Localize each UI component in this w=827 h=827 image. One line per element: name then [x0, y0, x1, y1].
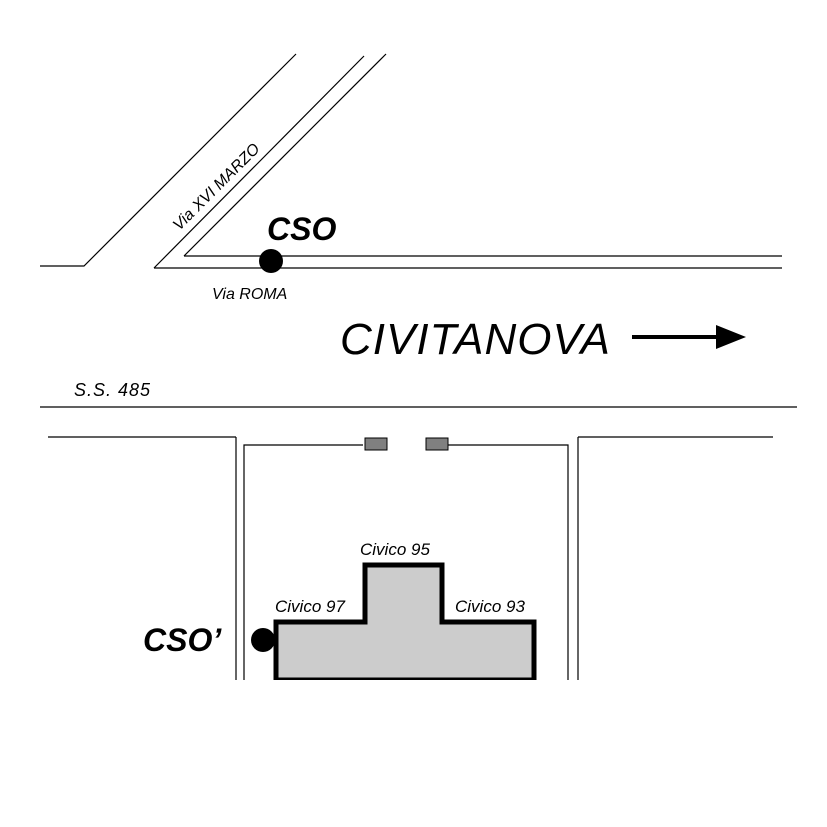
building-outline [273, 562, 537, 683]
via-roma-label: Via ROMA [212, 286, 288, 303]
arrow-right-icon [632, 325, 746, 349]
gate-post-right [425, 437, 449, 451]
civico-97-label: Civico 97 [275, 597, 345, 616]
driveway-west-inner [243, 444, 363, 680]
ss485-label: S.S. 485 [74, 380, 152, 400]
cso-prime-marker [251, 628, 275, 652]
cso-label: CSO [267, 211, 337, 247]
civitanova-label: CIVITANOVA [340, 315, 611, 364]
via-xvi-marzo-west-edge [40, 53, 297, 267]
cso-prime-label: CSO’ [143, 622, 222, 658]
driveway-east-inner [447, 444, 569, 680]
via-xvi-marzo-east-edge [183, 53, 387, 257]
gate-post-left [364, 437, 388, 451]
civico-95-label: Civico 95 [360, 540, 430, 559]
road-network [40, 53, 797, 680]
cso-marker [259, 249, 283, 273]
via-xvi-marzo-inner-edge [153, 55, 365, 269]
building-cut-mask [270, 680, 540, 690]
civico-93-label: Civico 93 [455, 597, 525, 616]
